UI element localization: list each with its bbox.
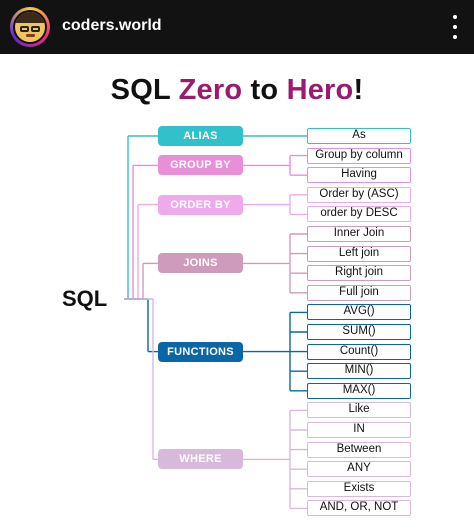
account-name[interactable]: coders.world xyxy=(62,17,162,34)
item-functions-3: Count() xyxy=(307,343,411,360)
item-functions-4: MIN() xyxy=(307,363,411,380)
title-part-zero: Zero xyxy=(178,74,243,106)
category-functions: FUNCTIONS xyxy=(158,341,243,362)
vertical-ellipsis-icon[interactable] xyxy=(452,15,458,39)
item-joins-1: Inner Join xyxy=(307,226,411,242)
item-functions-2: SUM() xyxy=(307,324,411,340)
item-group-by-2: Having xyxy=(307,167,411,184)
item-order-by-2: order by DESC xyxy=(307,206,411,223)
item-where-6: AND, OR, NOT xyxy=(307,500,411,517)
item-group-by-1: Group by column xyxy=(307,147,411,164)
item-functions-1: AVG() xyxy=(307,304,411,321)
item-functions-5: MAX() xyxy=(307,382,411,399)
category-group-by: GROUP BY xyxy=(158,155,243,176)
diagram-title: SQL Zero to Hero! xyxy=(0,74,474,107)
category-alias: ALIAS xyxy=(158,126,243,146)
category-order-by: ORDER BY xyxy=(158,194,243,215)
item-joins-2: Left join xyxy=(307,245,411,262)
category-joins: JOINS xyxy=(158,253,243,274)
item-joins-3: Right join xyxy=(307,265,411,282)
title-part-hero: Hero xyxy=(286,74,354,106)
avatar[interactable] xyxy=(10,7,50,47)
root-node-sql: SQL xyxy=(62,286,108,311)
category-where: WHERE xyxy=(158,449,243,470)
title-part-sql: SQL xyxy=(110,74,179,106)
cartoon-avatar-icon xyxy=(15,12,45,42)
item-where-5: Exists xyxy=(307,480,411,497)
item-order-by-1: Order by (ASC) xyxy=(307,186,411,203)
item-alias-1: As xyxy=(307,128,411,144)
item-where-3: Between xyxy=(307,441,411,458)
item-where-4: ANY xyxy=(307,461,411,478)
item-where-1: Like xyxy=(307,402,411,419)
item-where-2: IN xyxy=(307,422,411,438)
profile-header: coders.world xyxy=(0,0,474,54)
item-joins-4: Full join xyxy=(307,284,411,301)
title-part-to: to xyxy=(242,74,287,106)
title-part-exclaim: ! xyxy=(353,74,364,106)
